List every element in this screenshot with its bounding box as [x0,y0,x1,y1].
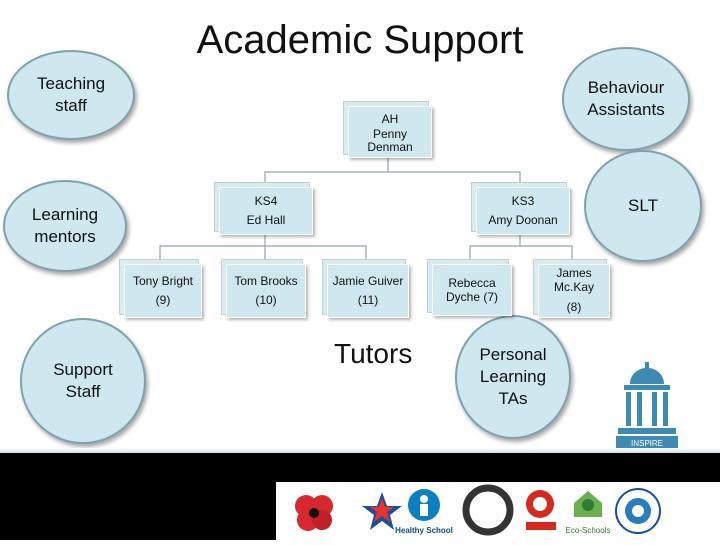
ssat-logo [362,492,402,530]
node-line: Tony Bright [132,274,194,289]
node-line: (11) [357,293,379,307]
bubble-behaviour-assistants: Behaviour Assistants [562,47,690,151]
inspire-logo: INSPIRE [616,362,678,448]
bubble-slt: SLT [584,150,702,262]
node-line: (8) [566,299,582,314]
inspire-logo-text: INSPIRE [631,439,663,448]
org-node-tony-bright: Tony Bright (9) [124,264,202,318]
bubble-personal-learning-tas: Personal Learning TAs [455,315,571,439]
tutors-label: Tutors [334,338,413,369]
node-line: Rebecca [448,275,496,290]
org-node-ah-penny-denman: AH Penny Denman [348,106,432,158]
arts-council-logo [462,484,514,536]
node-line: Denman [367,140,413,155]
healthy-school-logo: Healthy School [395,489,453,535]
bubble-learning-mentors: Learning mentors [3,180,127,272]
sport-england-logo [526,490,556,530]
bubble-support-staff: Support Staff [20,318,146,444]
healthy-school-text: Healthy School [395,526,453,535]
international-school-logo [615,488,661,534]
node-line: Tom Brooks [234,274,298,289]
bubble-teaching-staff: Teaching staff [7,50,135,140]
node-line: Jamie Guiver [332,274,404,289]
node-line: AH [381,111,399,126]
page-title: Academic Support [196,18,524,62]
org-node-jamie-guiver: Jamie Guiver (11) [327,264,409,318]
org-node-ks3: KS3 Amy Doonan [476,187,570,235]
node-line: KS4 [254,194,278,209]
node-line: (9) [155,293,171,307]
poppy-logo [295,495,333,531]
node-line: Penny [372,127,408,142]
node-line: Dyche (7) [445,290,498,304]
org-node-ks4: KS4 Ed Hall [219,187,313,235]
node-line: Ed Hall [246,213,286,227]
logo-strip: Healthy School Eco-Schools [276,482,720,540]
node-line: Amy Doonan [488,213,558,227]
eco-schools-logo: Eco-Schools [566,487,611,535]
node-line: Mc.Kay [553,280,594,295]
org-node-tom-brooks: Tom Brooks (10) [226,264,306,318]
node-line: James [556,266,592,281]
eco-schools-text: Eco-Schools [566,526,611,535]
org-node-rebecca-dyche: Rebecca Dyche (7) [432,264,512,316]
node-line: (10) [255,293,277,307]
org-node-james-mckay: James Mc.Kay (8) [538,264,610,318]
node-line: KS3 [511,194,535,209]
